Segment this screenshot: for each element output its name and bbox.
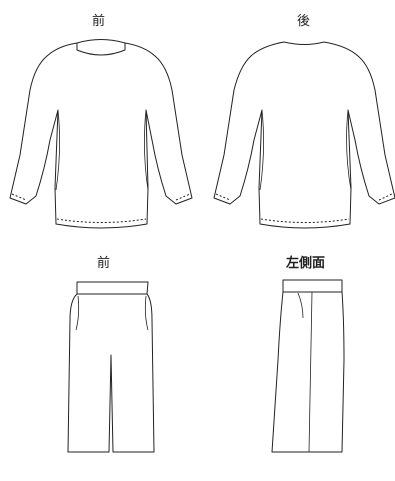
back-hem-stitch — [260, 218, 350, 223]
front-left-cuff-stitch — [11, 193, 27, 201]
back-body-outline — [213, 41, 395, 229]
side-seam-line — [308, 291, 313, 453]
bottom-front-label: 前 — [97, 256, 111, 271]
front-right-pocket — [144, 295, 149, 331]
front-right-cuff-stitch — [175, 193, 191, 201]
top-front-label: 前 — [92, 14, 106, 29]
bottom-side-label: 左側面 — [286, 256, 326, 271]
back-left-seam — [259, 109, 264, 191]
back-left-cuff-stitch — [215, 193, 231, 201]
front-hem-stitch — [56, 218, 147, 223]
front-waistband — [76, 281, 149, 295]
front-top-drawing — [9, 39, 193, 229]
back-neck-line — [283, 41, 325, 45]
front-left-seam — [55, 109, 60, 191]
top-back-label: 後 — [297, 14, 311, 29]
side-pants-drawing — [271, 279, 345, 453]
front-body-outline — [9, 42, 193, 229]
front-neck-rib — [76, 39, 126, 56]
side-pants-outline — [271, 291, 345, 453]
front-left-pocket — [75, 295, 80, 331]
front-right-seam — [144, 109, 149, 191]
side-pocket-line — [297, 292, 304, 319]
front-pants-outline — [67, 293, 155, 453]
back-top-drawing — [213, 41, 395, 229]
side-waistband — [282, 279, 343, 293]
front-pants-drawing — [67, 281, 155, 453]
back-right-cuff-stitch — [378, 193, 393, 201]
back-right-seam — [346, 109, 352, 191]
